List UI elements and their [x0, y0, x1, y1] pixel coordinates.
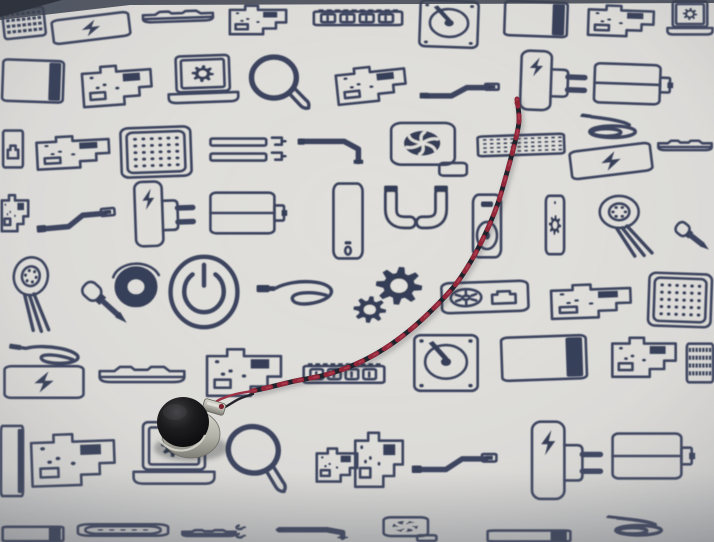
- wire-tip: [514, 100, 520, 106]
- wire-shadow: [251, 98, 525, 397]
- motor-metal-rim: [158, 434, 207, 452]
- bottom-shadow: [0, 470, 714, 542]
- motor-black-disc: [157, 397, 209, 447]
- top-edge-shadow: [0, 0, 714, 20]
- motor-disc-highlight: [163, 404, 187, 420]
- motor-terminal: [201, 398, 227, 416]
- top-left-corner-shadow: [0, 0, 62, 17]
- coin-vibration-motor: [154, 397, 228, 461]
- twisted-wire-pair: [209, 96, 525, 414]
- wire-red-strand: [249, 96, 522, 394]
